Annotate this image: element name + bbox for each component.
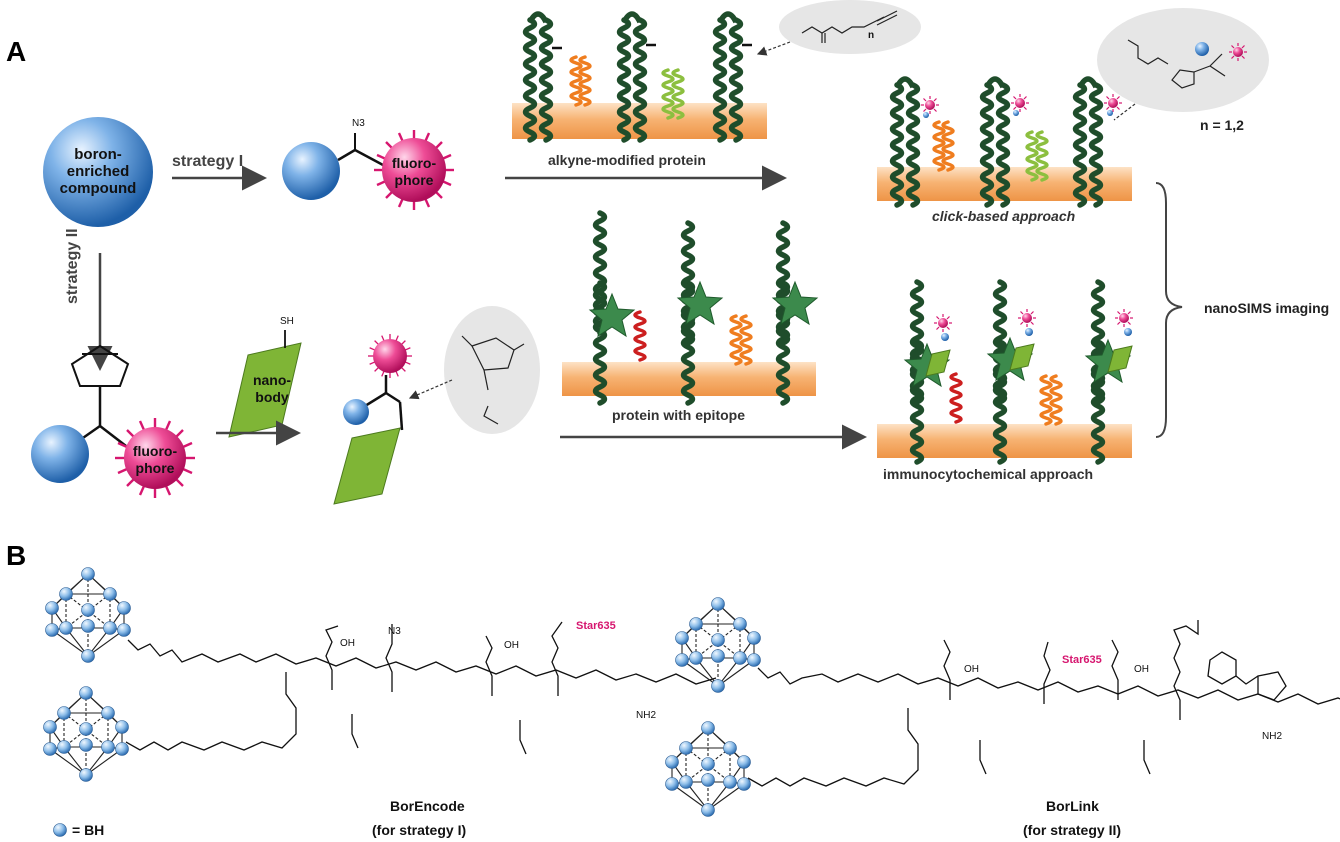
compound-line-1: boron- <box>74 146 122 163</box>
fluorophore-1-line-2: phore <box>394 172 434 188</box>
bracket <box>1155 182 1183 438</box>
boron-compound-sphere <box>43 117 153 227</box>
panel-b-label: B <box>6 540 27 571</box>
borlink-oh-2: OH <box>1134 664 1149 675</box>
epitope-proteins <box>588 213 819 403</box>
succinimide-pointer <box>408 379 453 400</box>
borlink-cage-top <box>674 596 762 694</box>
borencode-name: BorEncode <box>390 798 465 814</box>
borencode-subtitle: (for strategy I) <box>372 822 467 838</box>
borencode-cage-top <box>44 566 132 664</box>
borencode-n3: N3 <box>388 626 401 637</box>
borencode-oh-1: OH <box>340 638 355 649</box>
alkyne-proteins <box>526 14 752 140</box>
strategy-1-label: strategy I <box>172 153 244 170</box>
fluorophore-2-line-1: fluoro- <box>132 443 178 459</box>
bh-legend-sphere <box>53 823 67 837</box>
epitope-label: protein with epitope <box>612 407 745 423</box>
panel-a-label: A <box>6 36 27 67</box>
click-approach-label: click-based approach <box>932 208 1076 224</box>
triazole-structure <box>1127 39 1226 89</box>
click-proteins <box>893 79 1123 205</box>
borencode-oh-2: OH <box>504 640 519 651</box>
fluorophore-2-line-2: phore <box>135 460 175 476</box>
borlink-subtitle: (for strategy II) <box>1023 822 1122 838</box>
compound-line-2: enriched <box>66 163 130 180</box>
borlink-nh2: NH2 <box>1262 731 1283 742</box>
bh-legend-label: = BH <box>72 822 105 838</box>
alkyne-pointer <box>756 41 791 56</box>
inset-sphere <box>1195 42 1209 56</box>
nanobody-conjugate <box>333 333 413 505</box>
azide-label: N3 <box>352 118 365 129</box>
triazole-pointer <box>1113 103 1136 121</box>
nanobody-thiol: SH <box>280 316 294 327</box>
borencode-chain <box>125 621 717 755</box>
borlink-name: BorLink <box>1046 798 1099 814</box>
alkyne-structure <box>801 10 898 43</box>
n-values-label: n = 1,2 <box>1200 117 1244 133</box>
azide-probe <box>282 128 456 212</box>
fluorophore-label-2: fluoro- phore <box>123 443 187 477</box>
borencode-cage-bottom <box>42 685 130 783</box>
inset-fluorophore <box>1228 42 1248 62</box>
immuno-proteins <box>903 282 1134 462</box>
alkyne-inset <box>779 0 921 54</box>
alkyne-protein-label: alkyne-modified protein <box>548 152 706 168</box>
borencode-nh2: NH2 <box>636 710 657 721</box>
borlink-cage-bottom <box>664 720 752 818</box>
succinimide-inset <box>444 306 540 434</box>
borencode-star635: Star635 <box>576 620 616 632</box>
borlink-star635: Star635 <box>1062 654 1102 666</box>
boron-compound-label: boron- enriched compound <box>48 146 148 197</box>
triazole-inset <box>1097 8 1269 112</box>
alkyne-n-label: n <box>868 30 875 41</box>
maleimide-probe <box>31 344 197 500</box>
borlink-oh-1: OH <box>964 664 979 675</box>
succinimide-structure <box>461 335 525 425</box>
nanobody-line-1: nano- <box>252 372 292 388</box>
fluorophore-label-1: fluoro- phore <box>382 155 446 189</box>
immuno-approach-label: immunocytochemical approach <box>883 466 1094 482</box>
compound-line-3: compound <box>59 180 137 197</box>
strategy-2-label: strategy II <box>64 228 81 304</box>
nanobody-line-2: body <box>255 389 289 405</box>
fluorophore-1-line-1: fluoro- <box>391 155 437 171</box>
nanobody-label: nano- body <box>242 372 302 406</box>
borlink-chain <box>747 620 1340 787</box>
nanosims-label: nanoSIMS imaging <box>1204 300 1330 316</box>
